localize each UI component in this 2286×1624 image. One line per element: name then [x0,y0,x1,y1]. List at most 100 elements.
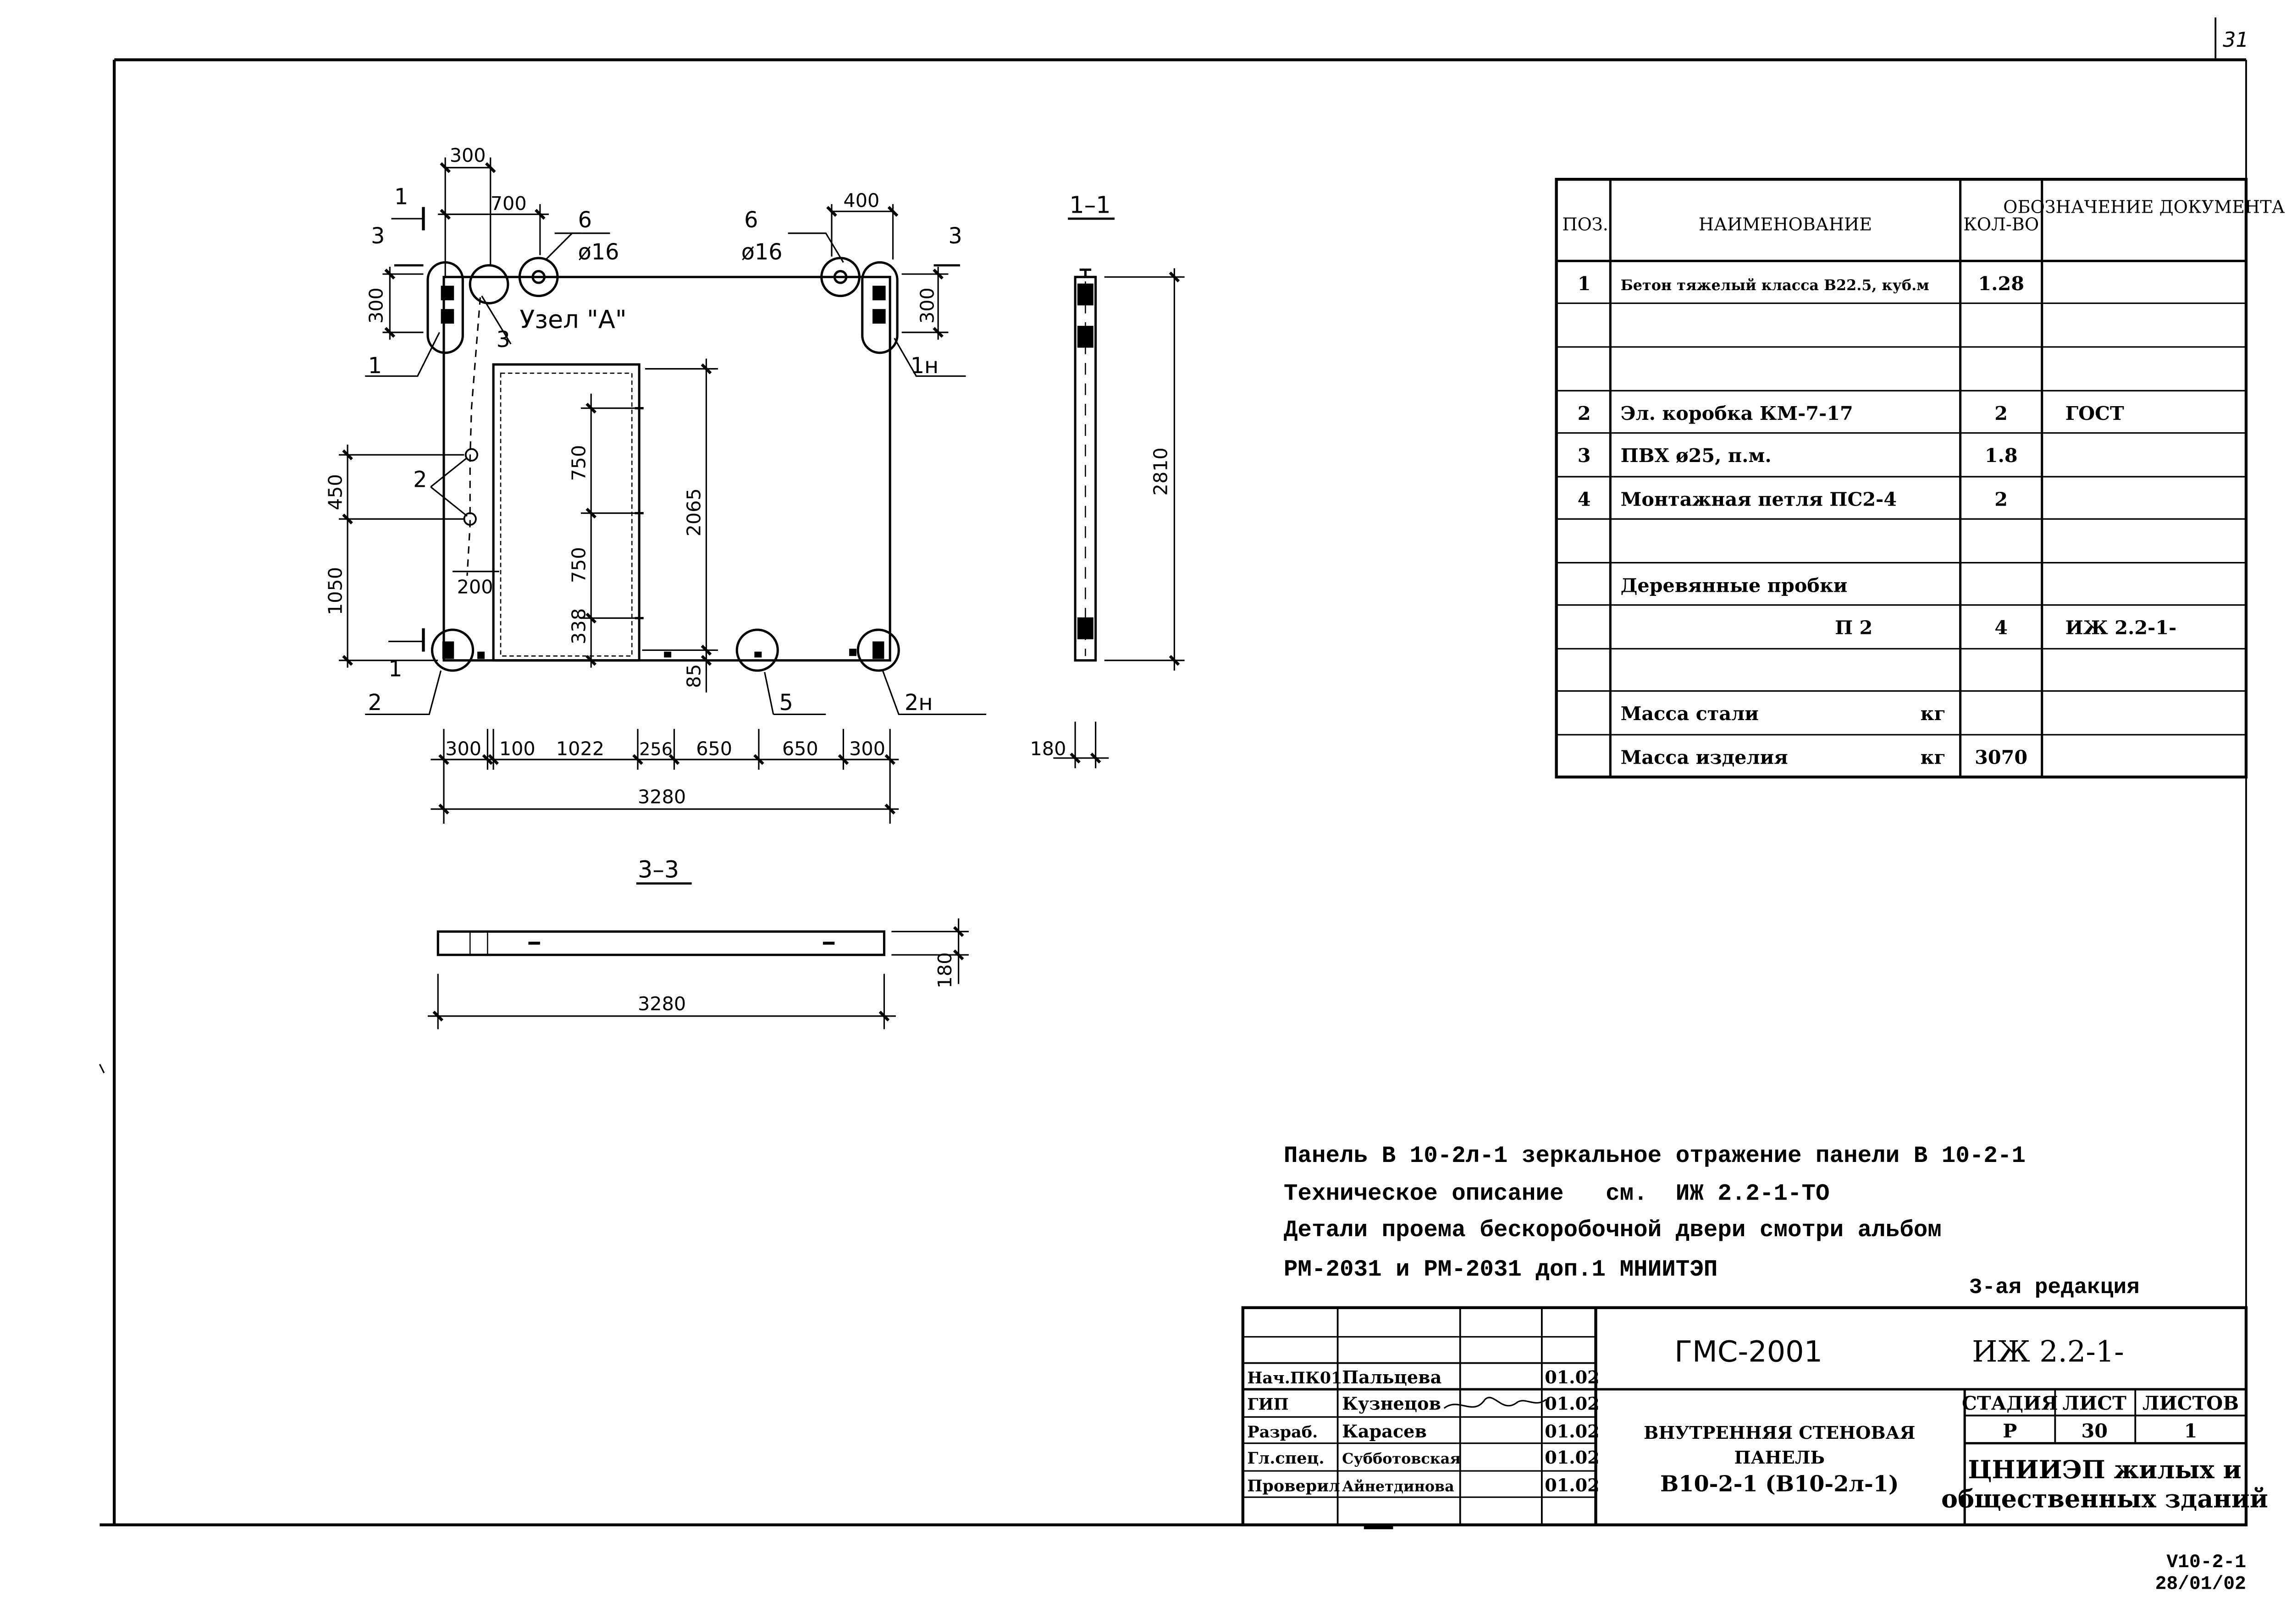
staff-role: Гл.спец. [1247,1449,1324,1468]
spec-cell-qty: 1.28 [1978,272,2024,295]
product-title: ВНУТРЕННЯЯ СТЕНОВАЯ ПАНЕЛЬ В10-2-1 (В10-… [1644,1422,1915,1497]
spec-cell-qty: 2 [1994,402,2008,424]
staff-role: ГИП [1247,1395,1288,1414]
staff-name: Карасев [1342,1421,1427,1442]
spec-header-qty: КОЛ-ВО [1963,215,2039,235]
note-line: Детали проема бескоробочной двери смотри… [1284,1217,1942,1244]
panel-elevation [426,257,900,672]
bottom-dim: 650 [696,738,732,760]
notes: Панель В 10-2л-1 зеркальное отражение па… [1284,1143,2026,1283]
dim-top-400: 400 [843,190,879,212]
footer-date: 28/01/02 [2155,1574,2246,1595]
section-3-3-title: 3–3 [638,856,679,883]
spec-rows: 1 Бетон тяжелый класса В22.5, куб.м 1.28 2 Э… [1578,272,2177,769]
spec-cell-name: Деревянные пробки [1621,574,1848,596]
spec-cell-name: Масса изделия [1621,746,1788,769]
pos6-right: 6 [744,208,758,233]
footer-code: V10-2-1 [2166,1552,2246,1573]
stage-header: СТАДИЯ [1962,1392,2058,1414]
spec-cell-name: Бетон тяжелый класса В22.5, куб.м [1621,277,1929,294]
panel-outline [442,275,891,662]
lifting-loop-left [518,257,559,297]
signature [1443,1397,1547,1409]
panel-dimension-lines [338,157,987,824]
section-3-3-thickness: 180 [934,952,956,988]
spec-header-name: НАИМЕНОВАНИЕ [1699,215,1872,235]
bottom-dim: 256 [639,739,673,759]
section-3-3 [427,882,969,1029]
spec-cell-pos: 1 [1578,272,1591,295]
node-a-label: Узел "А" [519,305,626,334]
spec-cell-doc: ГОСТ [2065,402,2124,424]
note-line: Техническое описание см. ИЖ 2.2-1-ТО [1284,1181,1830,1207]
embed-bottom-right [856,628,900,672]
dim-v300-right: 300 [917,287,939,324]
section-mark-3-left: 3 [371,224,385,249]
spec-cell-qty: 2 [1994,488,2008,511]
staff-name: Пальцева [1342,1367,1441,1387]
staff-date: 01.02 [1545,1447,1599,1468]
dim-top-700: 700 [491,193,527,215]
embed-bottom-mid [735,628,779,672]
dia16-right: ø16 [741,240,783,265]
spec-cell-name: ПВХ ø25, п.м. [1621,444,1772,467]
spec-table [1555,178,2248,779]
dim-200: 200 [457,576,493,598]
leader-5: 5 [779,690,793,716]
dim-338: 338 [568,608,590,644]
staff-name: Субботовская [1342,1450,1461,1467]
product-title-line: В10-2-1 (В10-2л-1) [1660,1471,1899,1497]
spec-cell-unit: кг [1921,746,1946,769]
spec-cell-doc: ИЖ 2.2-1- [2065,616,2177,639]
bottom-dim: 650 [782,738,818,760]
staff-role: Разраб. [1247,1423,1318,1442]
dim-top-300: 300 [450,144,486,166]
spec-cell-pos: 2 [1578,402,1591,424]
pos2-label: 2 [413,467,427,492]
sheets-value: 1 [2184,1420,2198,1442]
note-line: Панель В 10-2л-1 зеркальное отражение па… [1284,1143,2026,1169]
staff-name: Кузнецов [1342,1393,1441,1414]
section-mark-3-right: 3 [948,224,962,249]
product-title-line: ВНУТРЕННЯЯ СТЕНОВАЯ [1644,1422,1915,1443]
embed-bottom-left [431,628,475,672]
bottom-dim: 100 [499,738,536,760]
spec-cell-qty: 1.8 [1985,444,2018,467]
spec-header-pos: ПОЗ. [1562,215,1608,235]
staff-date: 01.02 [1545,1367,1599,1387]
node-a-circle [469,264,509,305]
bottom-dim: 300 [445,738,481,760]
dia16-left: ø16 [578,240,619,265]
spec-cell-name: Монтажная петля ПС2-4 [1621,488,1897,511]
edition-label: 3-ая редакция [1969,1275,2140,1300]
staff-date: 01.02 [1545,1475,1599,1496]
spec-cell-qty: 3070 [1975,746,2027,769]
staff-role: Проверил [1247,1477,1340,1496]
title-block [1241,1306,2248,1530]
bottom-dim: 1022 [556,738,604,760]
org-line: общественных зданий [1941,1484,2268,1514]
dim-750a: 750 [568,445,590,481]
section-mark-1-top: 1 [394,184,408,209]
total-3280: 3280 [638,786,686,808]
staff-date: 01.02 [1545,1393,1599,1414]
document-code: ИЖ 2.2-1- [1972,1335,2124,1369]
org-line: ЦНИИЭП жилых и [1968,1455,2241,1484]
sheet-header: ЛИСТ [2063,1392,2126,1414]
section-mark-1-bottom: 1 [388,657,402,682]
spec-cell-qty: 4 [1994,616,2008,639]
sheets-header: ЛИСТОВ [2142,1392,2239,1414]
dim-750b: 750 [568,547,590,583]
pos6-left: 6 [578,208,592,233]
spec-cell-unit: кг [1921,702,1946,725]
bottom-dim: 300 [849,738,885,760]
section-1-1-height: 2810 [1149,447,1171,495]
product-title-line: ПАНЕЛЬ [1734,1447,1825,1468]
spec-cell-name: Эл. коробка КМ-7-17 [1621,402,1853,424]
embed-top-right [861,261,899,354]
dim-2065: 2065 [683,488,705,536]
dim-450: 450 [324,474,346,510]
series-code: ГМС-2001 [1674,1335,1822,1369]
